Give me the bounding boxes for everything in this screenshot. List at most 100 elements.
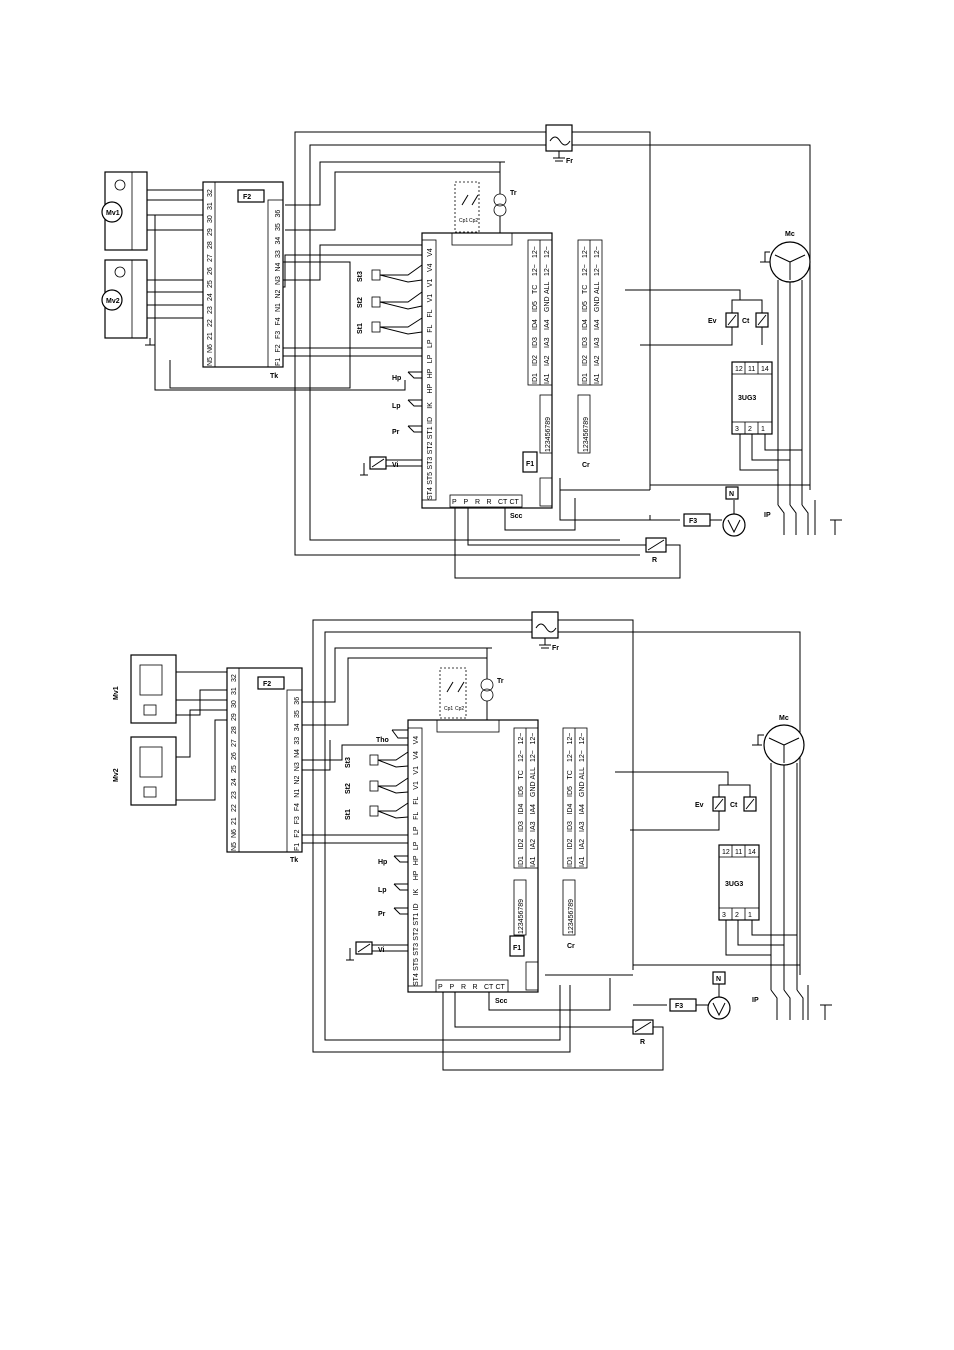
tk-col1-term: 23 [231, 791, 238, 799]
f1-label-bottom: F1 [513, 945, 521, 952]
st1-label-bottom: St1 [345, 809, 352, 820]
ctrl-left-term: LP [427, 339, 434, 348]
tk-col2-term: N3 [294, 762, 301, 771]
f1-label-top: F1 [526, 461, 534, 468]
cr-bot-term: GND [579, 781, 586, 797]
cp1-label-bottom: Cp1 [444, 706, 453, 712]
ctrl-bottom-term: R [473, 984, 478, 991]
tk-col2-term: N4 [294, 749, 301, 758]
cr-top-term: ID3 [582, 337, 589, 348]
relay-top-term: 11 [748, 366, 755, 373]
cr-bot-term: IA1 [594, 373, 601, 384]
tk-col1-term: 31 [231, 687, 238, 695]
pressure-switches-bottom: Hp Lp Pr [378, 855, 408, 918]
relay-bot-term: 1 [761, 426, 765, 433]
relay-bot-term: 3 [735, 426, 739, 433]
tk-col1-term: 25 [207, 280, 214, 288]
tk-col2-term: N4 [275, 262, 282, 271]
tk-col1-term: 21 [207, 332, 214, 340]
cr-top-term: ID1 [582, 373, 589, 384]
ctrl-bot-term: ALL [544, 281, 551, 294]
ev-label-bottom: Ev [695, 802, 704, 809]
relay-r-label-bottom: R [640, 1039, 645, 1046]
scc-label-bottom: Scc [495, 998, 508, 1005]
mv1-label-bottom: Mv1 [113, 686, 120, 700]
ctrl-bot-term: IA1 [544, 373, 551, 384]
st1-label-top: St1 [357, 323, 364, 334]
cr-bot-term: IA1 [579, 856, 586, 867]
ctrl-left-term: FL [413, 812, 420, 820]
tk-col1-term: 24 [231, 778, 238, 786]
tk-col2-term: 36 [294, 697, 301, 705]
wiring-diagram-bottom: Fr Tr Cp1 Cp2 [113, 611, 832, 1071]
ctrl-bot-term: ALL [530, 767, 537, 780]
sensor-tho-bottom: Tho [376, 729, 408, 744]
ctrl-top-term: ID2 [532, 355, 539, 366]
mv1-label-top: Mv1 [106, 210, 120, 217]
ctrl-bot-term: IA3 [530, 821, 537, 832]
cr-bot-term: IA2 [594, 355, 601, 366]
cr-top-term: ID2 [567, 839, 574, 850]
ctrl-left-term: IK [427, 402, 434, 409]
tk-col1-term: 26 [231, 752, 238, 760]
ctrl-top-term: ID5 [518, 786, 525, 797]
ctrl-bottom-term: CT [510, 499, 520, 506]
relay-r-top: R [454, 498, 681, 579]
tk-col1-term: 27 [207, 254, 214, 262]
ctrl-option-terms: 123456789 [545, 417, 552, 452]
cr-top-term: ID4 [567, 804, 574, 815]
terminal-labels: ID1ID2ID3ID4ID5TC12~12~IA1IA2IA3IA4GNDAL… [207, 189, 769, 991]
compressor-mc-bottom: Mc [752, 715, 805, 965]
cp2-label-bottom: Cp2 [455, 706, 464, 712]
hp-label-bottom: Hp [378, 859, 387, 866]
valve-vi-top: Vi [360, 456, 422, 476]
tk-col1-term: 28 [207, 241, 214, 249]
ctrl-bottom-term: P [452, 499, 457, 506]
motor-mv1-bottom: Mv1 [113, 654, 227, 724]
cr-top-term: ID4 [582, 319, 589, 330]
tk-col2-term: 35 [275, 223, 282, 231]
cr-bot-term: IA4 [579, 804, 586, 815]
tk-col1-term: 29 [231, 713, 238, 721]
tk-col2-term: F4 [275, 317, 282, 325]
cr-bot-term: 12~ [579, 733, 586, 745]
ctrl-bottom-term: R [475, 499, 480, 506]
ctrl-left-term: FL [427, 309, 434, 317]
motor-mv2-bottom: Mv2 [113, 709, 227, 806]
tk-col2-term: N3 [275, 276, 282, 285]
relay-r-bottom: R [442, 992, 664, 1071]
ctrl-top-term: 12~ [532, 264, 539, 276]
cr-top-term: 12~ [567, 733, 574, 745]
transformer-tr-label: Tr [510, 190, 517, 197]
ctrl-bot-term: IA2 [544, 355, 551, 366]
ctrl-top-term: ID4 [518, 804, 525, 815]
ctrl-left-term: ID [413, 904, 420, 911]
cr-bot-term: 12~ [594, 246, 601, 258]
tk-col1-term: 26 [207, 267, 214, 275]
pr-label-bottom: Pr [378, 911, 386, 918]
scc-label-top: Scc [510, 513, 523, 520]
neutral-n-bottom: N [712, 971, 726, 985]
tk-col1-term: 21 [231, 817, 238, 825]
relay-top-term: 14 [761, 366, 769, 373]
f2-label-bottom: F2 [263, 681, 271, 688]
transformer-tr-label-bottom: Tr [497, 678, 504, 685]
ctrl-top-term: ID2 [518, 839, 525, 850]
relay-bot-term: 1 [748, 912, 752, 919]
ctrl-bot-term: 12~ [530, 750, 537, 762]
ctrl-left-term: V1 [427, 279, 434, 288]
filter-fr: Fr [545, 124, 573, 165]
tk-board-top: F2 Tk [202, 181, 284, 380]
tk-col1-term: 23 [207, 306, 214, 314]
ctrl-bot-term: IA2 [530, 839, 537, 850]
ctrl-bot-term: IA3 [544, 337, 551, 348]
cr-top-term: 12~ [567, 750, 574, 762]
cr-bot-term: 12~ [594, 264, 601, 276]
tk-col2-term: F2 [294, 829, 301, 837]
cr-top-term: ID2 [582, 355, 589, 366]
cr-bot-term: ALL [579, 767, 586, 780]
cr-bot-term: ALL [594, 281, 601, 294]
compressor-mc-top: Mc [760, 231, 811, 485]
ctrl-left-term: HP [427, 368, 434, 378]
n-label-top: N [729, 491, 734, 498]
